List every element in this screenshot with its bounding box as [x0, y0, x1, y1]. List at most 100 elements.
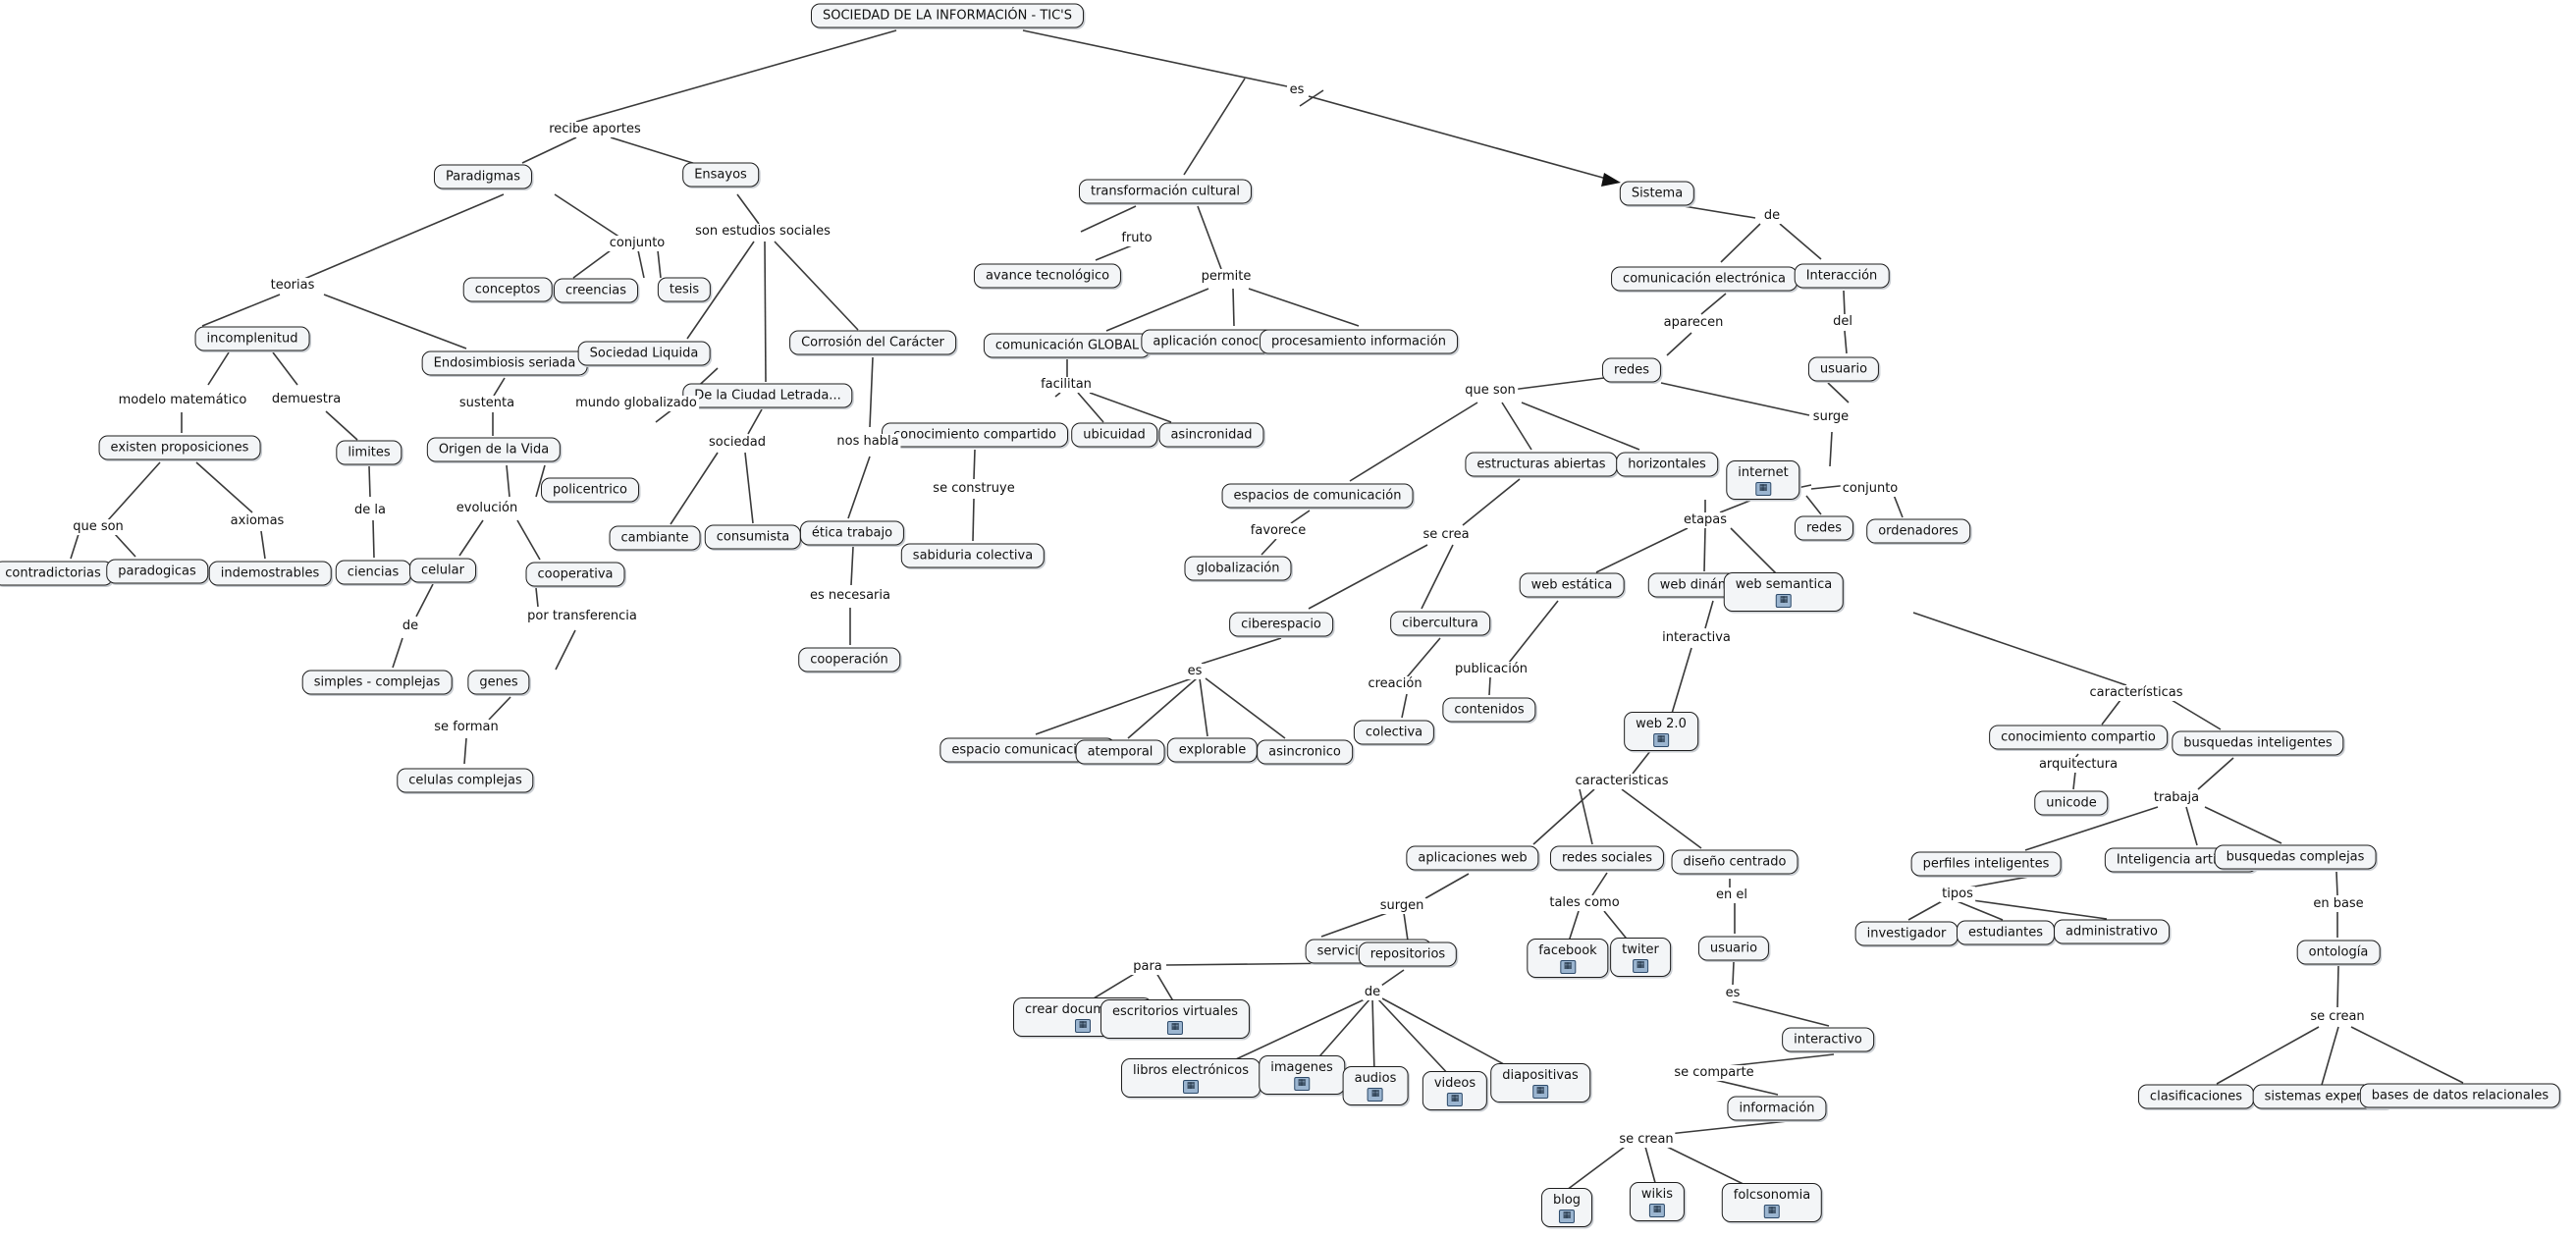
concept-node-perfiles[interactable]: perfiles inteligentes — [1910, 851, 2062, 877]
concept-node-cibercultura[interactable]: cibercultura — [1390, 611, 1490, 636]
concept-node-ciberespacio[interactable]: ciberespacio — [1229, 612, 1333, 637]
concept-node-procesamiento[interactable]: procesamiento información — [1260, 329, 1458, 354]
map-title-node[interactable]: SOCIEDAD DE LA INFORMACIÓN - TIC'S — [810, 3, 1085, 28]
concept-node-contenidos[interactable]: contenidos — [1442, 697, 1536, 723]
concept-node-aplicaciones-web[interactable]: aplicaciones web — [1406, 845, 1539, 871]
resource-icon[interactable]: ▦ — [1446, 1093, 1463, 1106]
resource-icon[interactable]: ▦ — [1652, 733, 1669, 747]
concept-node-paradigmas[interactable]: Paradigmas — [433, 164, 533, 189]
concept-node-etica-trabajo[interactable]: ética trabajo — [799, 520, 905, 546]
concept-node-endosimbiosis[interactable]: Endosimbiosis seriada — [421, 350, 588, 376]
concept-node-conocimiento-comp[interactable]: conocimiento compartido — [882, 422, 1068, 448]
concept-node-estudiantes[interactable]: estudiantes — [1956, 920, 2056, 945]
concept-node-ciudad-letrada[interactable]: De la Ciudad Letrada... — [682, 383, 853, 408]
concept-node-corrosion[interactable]: Corrosión del Carácter — [789, 330, 956, 355]
concept-node-explorable[interactable]: explorable — [1166, 737, 1259, 763]
concept-node-redes[interactable]: redes — [1601, 357, 1662, 383]
concept-node-avance-tec[interactable]: avance tecnológico — [973, 263, 1122, 289]
concept-node-ensayos[interactable]: Ensayos — [682, 162, 759, 188]
concept-node-com-electronica[interactable]: comunicación electrónica — [1611, 266, 1798, 292]
concept-node-usuario-top[interactable]: usuario — [1807, 356, 1880, 382]
concept-node-policentrico[interactable]: policentrico — [541, 477, 639, 503]
concept-node-contradictorias[interactable]: contradictorias — [0, 561, 113, 586]
concept-node-audios[interactable]: audios▦ — [1342, 1066, 1409, 1105]
concept-node-interactivo[interactable]: interactivo — [1782, 1027, 1874, 1052]
concept-node-celular[interactable]: celular — [409, 558, 476, 583]
concept-node-incomplenitud[interactable]: incomplenitud — [194, 326, 310, 351]
concept-node-informacion[interactable]: información — [1727, 1096, 1827, 1121]
concept-node-existen-prop[interactable]: existen proposiciones — [98, 435, 261, 460]
resource-icon[interactable]: ▦ — [1293, 1077, 1310, 1091]
concept-node-colectiva[interactable]: colectiva — [1353, 720, 1435, 745]
concept-node-web20[interactable]: web 2.0▦ — [1624, 712, 1698, 751]
concept-node-bases-datos[interactable]: bases de datos relacionales — [2359, 1083, 2561, 1108]
concept-node-unicode[interactable]: unicode — [2034, 790, 2109, 816]
concept-node-ubicuidad[interactable]: ubicuidad — [1071, 422, 1157, 448]
concept-node-estructuras[interactable]: estructuras abiertas — [1465, 452, 1618, 477]
concept-node-wikis[interactable]: wikis▦ — [1629, 1182, 1686, 1221]
concept-node-busquedas-int[interactable]: busquedas inteligentes — [2172, 730, 2344, 756]
resource-icon[interactable]: ▦ — [1755, 482, 1771, 496]
concept-node-diseno-centrado[interactable]: diseño centrado — [1671, 849, 1798, 875]
concept-node-conceptos[interactable]: conceptos — [462, 277, 553, 302]
concept-node-web-semantica[interactable]: web semantica▦ — [1723, 572, 1845, 612]
resource-icon[interactable]: ▦ — [1075, 1019, 1091, 1033]
resource-icon[interactable]: ▦ — [1559, 960, 1576, 974]
concept-node-repositorios[interactable]: repositorios — [1358, 941, 1458, 967]
concept-node-sociedad-liquida[interactable]: Sociedad Liquida — [577, 341, 711, 366]
concept-node-indemostrables[interactable]: indemostrables — [208, 561, 332, 586]
concept-node-celulas-complejas[interactable]: celulas complejas — [397, 768, 534, 793]
concept-node-clasificaciones[interactable]: clasificaciones — [2137, 1084, 2255, 1109]
concept-node-creencias[interactable]: creencias — [554, 278, 638, 303]
concept-node-blog[interactable]: blog▦ — [1540, 1188, 1593, 1227]
concept-node-web-estatica[interactable]: web estática — [1519, 572, 1625, 598]
concept-node-transformacion[interactable]: transformación cultural — [1078, 179, 1253, 204]
concept-node-administrativo[interactable]: administrativo — [2054, 919, 2170, 944]
resource-icon[interactable]: ▦ — [1558, 1210, 1575, 1223]
concept-node-conocimiento-comp2[interactable]: conocimiento compartio — [1989, 725, 2168, 750]
concept-node-asincronico[interactable]: asincronico — [1257, 739, 1353, 765]
concept-node-sabiduria[interactable]: sabiduria colectiva — [900, 543, 1046, 568]
concept-node-investigador[interactable]: investigador — [1854, 921, 1959, 946]
concept-node-consumista[interactable]: consumista — [704, 524, 802, 550]
concept-node-twiter[interactable]: twiter▦ — [1610, 938, 1671, 977]
concept-node-busquedas-comp[interactable]: busquedas complejas — [2214, 844, 2377, 870]
resource-icon[interactable]: ▦ — [1367, 1088, 1383, 1102]
concept-node-imagenes[interactable]: imagenes▦ — [1259, 1055, 1345, 1095]
concept-node-cooperativa[interactable]: cooperativa — [525, 562, 625, 587]
concept-node-limites[interactable]: limites — [336, 440, 402, 465]
concept-node-interaccion[interactable]: Interacción — [1794, 263, 1890, 289]
concept-node-redes-sociales[interactable]: redes sociales — [1549, 845, 1665, 871]
concept-node-folcsonomia[interactable]: folcsonomia▦ — [1721, 1183, 1823, 1222]
concept-node-espacios-com[interactable]: espacios de comunicación — [1221, 483, 1414, 509]
concept-node-atemporal[interactable]: atemporal — [1075, 739, 1165, 765]
concept-node-facebook[interactable]: facebook▦ — [1527, 939, 1609, 978]
concept-node-ontologia[interactable]: ontología — [2296, 940, 2381, 965]
concept-node-videos[interactable]: videos▦ — [1422, 1071, 1488, 1110]
concept-node-redes2[interactable]: redes — [1794, 515, 1854, 541]
resource-icon[interactable]: ▦ — [1775, 594, 1792, 608]
concept-node-ordenadores[interactable]: ordenadores — [1866, 518, 1970, 544]
concept-node-cooperacion[interactable]: cooperación — [798, 647, 900, 672]
concept-node-ciencias[interactable]: ciencias — [335, 560, 411, 585]
concept-node-simples-complejas[interactable]: simples - complejas — [301, 670, 453, 695]
concept-node-paradogicas[interactable]: paradogicas — [106, 559, 208, 584]
resource-icon[interactable]: ▦ — [1182, 1080, 1199, 1094]
resource-icon[interactable]: ▦ — [1532, 1085, 1548, 1099]
concept-node-comunicacion-global[interactable]: comunicación GLOBAL — [983, 333, 1152, 358]
concept-node-tesis[interactable]: tesis — [657, 277, 712, 302]
resource-icon[interactable]: ▦ — [1633, 959, 1648, 973]
concept-node-escritorios[interactable]: escritorios virtuales▦ — [1100, 999, 1251, 1039]
concept-node-libros[interactable]: libros electrónicos▦ — [1121, 1058, 1261, 1098]
concept-node-usuario2[interactable]: usuario — [1697, 936, 1770, 961]
concept-node-cambiante[interactable]: cambiante — [609, 525, 701, 551]
resource-icon[interactable]: ▦ — [1648, 1204, 1665, 1217]
concept-node-sistema[interactable]: Sistema — [1619, 181, 1695, 206]
concept-node-diapositivas[interactable]: diapositivas▦ — [1490, 1063, 1590, 1103]
concept-node-globalizacion[interactable]: globalización — [1184, 556, 1292, 581]
concept-node-genes[interactable]: genes — [467, 670, 530, 695]
concept-node-asincronidad[interactable]: asincronidad — [1158, 422, 1264, 448]
concept-node-origen-vida[interactable]: Origen de la Vida — [426, 437, 562, 462]
concept-node-horizontales[interactable]: horizontales — [1616, 452, 1718, 477]
concept-node-internet[interactable]: internet▦ — [1726, 460, 1800, 500]
